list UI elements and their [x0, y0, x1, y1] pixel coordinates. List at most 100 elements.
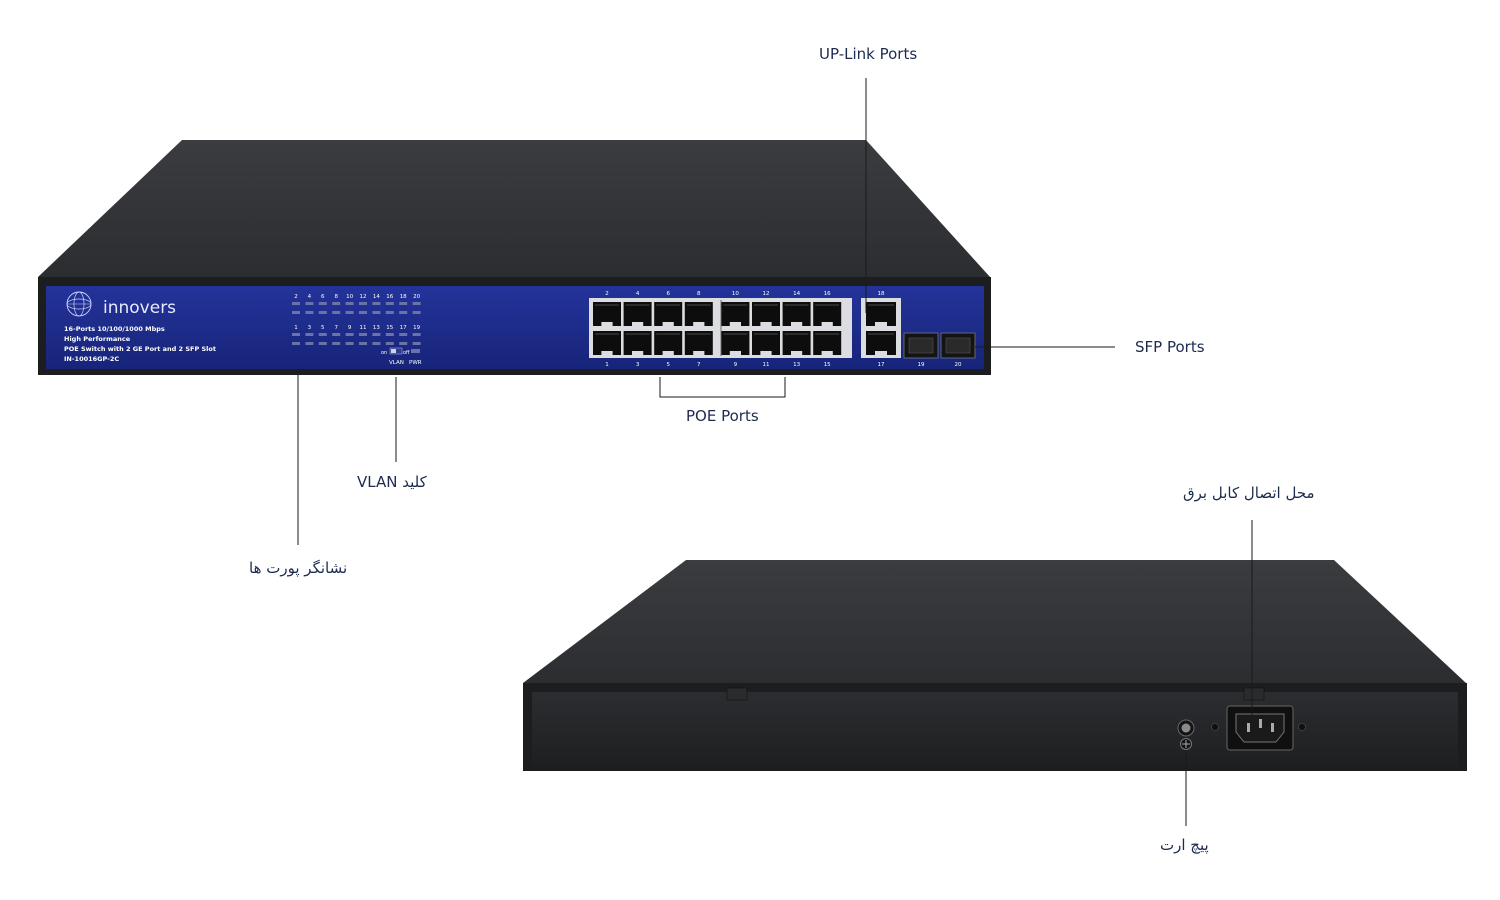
poe-ports-label: POE Ports — [686, 407, 759, 425]
poe-bottom-number-3: 3 — [636, 362, 640, 368]
poe-port-1[interactable] — [593, 331, 621, 355]
led-indicator-bottom-b-5 — [318, 342, 327, 345]
poe-port-7[interactable] — [684, 331, 713, 355]
led-bottom-number-1: 1 — [294, 325, 298, 331]
poe-port-16[interactable] — [813, 302, 842, 326]
led-indicator-bottom-b-17 — [399, 342, 408, 345]
poe-bottom-number-5: 5 — [666, 362, 670, 368]
model-number: IN-10016GP-2C — [64, 355, 119, 363]
leader-lines — [297, 78, 1253, 826]
led-indicator-bottom-a-1 — [292, 333, 300, 336]
led-indicator-bottom-b-11 — [359, 342, 367, 345]
led-indicator-top-b-20 — [412, 311, 421, 314]
led-indicator-bottom-a-11 — [359, 333, 367, 336]
power-cable-label: محل اتصال کابل برق — [1183, 484, 1315, 502]
led-bottom-number-17: 17 — [400, 325, 407, 331]
led-indicator-top-b-2 — [292, 311, 300, 314]
led-indicator-bottom-a-13 — [372, 333, 381, 336]
led-indicator-bottom-a-19 — [412, 333, 421, 336]
led-indicator-top-a-8 — [332, 302, 341, 305]
led-top-number-4: 4 — [308, 294, 312, 300]
poe-port-2[interactable] — [593, 302, 621, 326]
sfp-number-19: 19 — [918, 362, 925, 368]
pwr-led — [411, 349, 420, 353]
uplink-port-18[interactable] — [866, 302, 896, 326]
led-indicator-top-a-4 — [305, 302, 314, 305]
led-indicator-top-b-18 — [399, 311, 408, 314]
rear-panel — [532, 692, 1458, 767]
vlan-switch-on-label: on — [381, 350, 387, 356]
led-indicator-top-b-16 — [385, 311, 394, 314]
led-indicator-top-a-12 — [359, 302, 367, 305]
uplink-ports — [866, 302, 896, 355]
led-top-number-10: 10 — [346, 294, 353, 300]
vlan-key-label: کلید VLAN — [357, 473, 427, 491]
led-top-number-12: 12 — [360, 294, 367, 300]
led-indicator-bottom-b-19 — [412, 342, 421, 345]
led-indicator-top-b-6 — [318, 311, 327, 314]
led-top-number-8: 8 — [334, 294, 338, 300]
sfp-ports-label: SFP Ports — [1135, 338, 1205, 356]
led-indicator-bottom-b-3 — [305, 342, 314, 345]
led-bottom-number-11: 11 — [360, 325, 367, 331]
led-indicator-top-a-20 — [412, 302, 421, 305]
led-indicator-bottom-b-1 — [292, 342, 300, 345]
sfp-number-20: 20 — [955, 362, 962, 368]
port-indicators-label: نشانگر پورت ها — [249, 559, 348, 577]
sfp-slot-20[interactable] — [940, 332, 976, 359]
globe-logo-icon — [66, 291, 92, 317]
led-top-number-18: 18 — [400, 294, 407, 300]
poe-top-number-14: 14 — [793, 291, 800, 297]
poe-port-9[interactable] — [721, 331, 750, 355]
led-bottom-number-19: 19 — [413, 325, 420, 331]
led-indicator-top-b-12 — [359, 311, 367, 314]
poe-bottom-number-7: 7 — [697, 362, 701, 368]
led-indicator-bottom-a-7 — [332, 333, 341, 336]
led-indicator-top-a-2 — [292, 302, 300, 305]
front-switch-top — [38, 140, 990, 277]
poe-top-number-12: 12 — [763, 291, 770, 297]
vlan-label: VLAN — [389, 360, 404, 366]
poe-bottom-number-13: 13 — [793, 362, 800, 368]
uplink-top-number: 18 — [878, 291, 885, 297]
led-indicator-bottom-b-15 — [385, 342, 394, 345]
sfp-slot-19[interactable] — [903, 332, 939, 359]
led-indicator-top-a-18 — [399, 302, 408, 305]
poe-top-number-16: 16 — [824, 291, 831, 297]
uplink-ports-label: UP-Link Ports — [819, 45, 918, 63]
poe-port-8[interactable] — [684, 302, 713, 326]
poe-top-number-6: 6 — [666, 291, 670, 297]
spec-line-1: 16-Ports 10/100/1000 Mbps — [64, 325, 165, 333]
poe-port-13[interactable] — [782, 331, 811, 355]
poe-port-12[interactable] — [752, 302, 780, 326]
spec-line-3: POE Switch with 2 GE Port and 2 SFP Slot — [64, 345, 216, 353]
poe-port-3[interactable] — [623, 331, 652, 355]
led-top-number-14: 14 — [373, 294, 380, 300]
poe-port-6[interactable] — [654, 302, 683, 326]
poe-top-number-2: 2 — [605, 291, 609, 297]
rear-vent-tab — [726, 687, 748, 701]
led-indicator-top-a-14 — [372, 302, 381, 305]
poe-bottom-number-1: 1 — [605, 362, 609, 368]
poe-top-number-10: 10 — [732, 291, 739, 297]
led-indicator-bottom-b-13 — [372, 342, 381, 345]
poe-port-14[interactable] — [782, 302, 811, 326]
uplink-port-17[interactable] — [866, 331, 896, 355]
poe-port-11[interactable] — [752, 331, 780, 355]
rear-switch-top — [523, 560, 1466, 683]
poe-port-4[interactable] — [623, 302, 652, 326]
led-indicator-top-b-14 — [372, 311, 381, 314]
poe-port-10[interactable] — [721, 302, 750, 326]
led-indicator-bottom-a-3 — [305, 333, 314, 336]
poe-port-15[interactable] — [813, 331, 842, 355]
led-bottom-number-5: 5 — [321, 325, 325, 331]
led-top-number-16: 16 — [386, 294, 393, 300]
front-switch: innovers 16-Ports 10/100/1000 Mbps High … — [38, 140, 991, 375]
poe-port-5[interactable] — [654, 331, 683, 355]
poe-bottom-number-11: 11 — [763, 362, 770, 368]
leader-poe — [659, 377, 786, 398]
